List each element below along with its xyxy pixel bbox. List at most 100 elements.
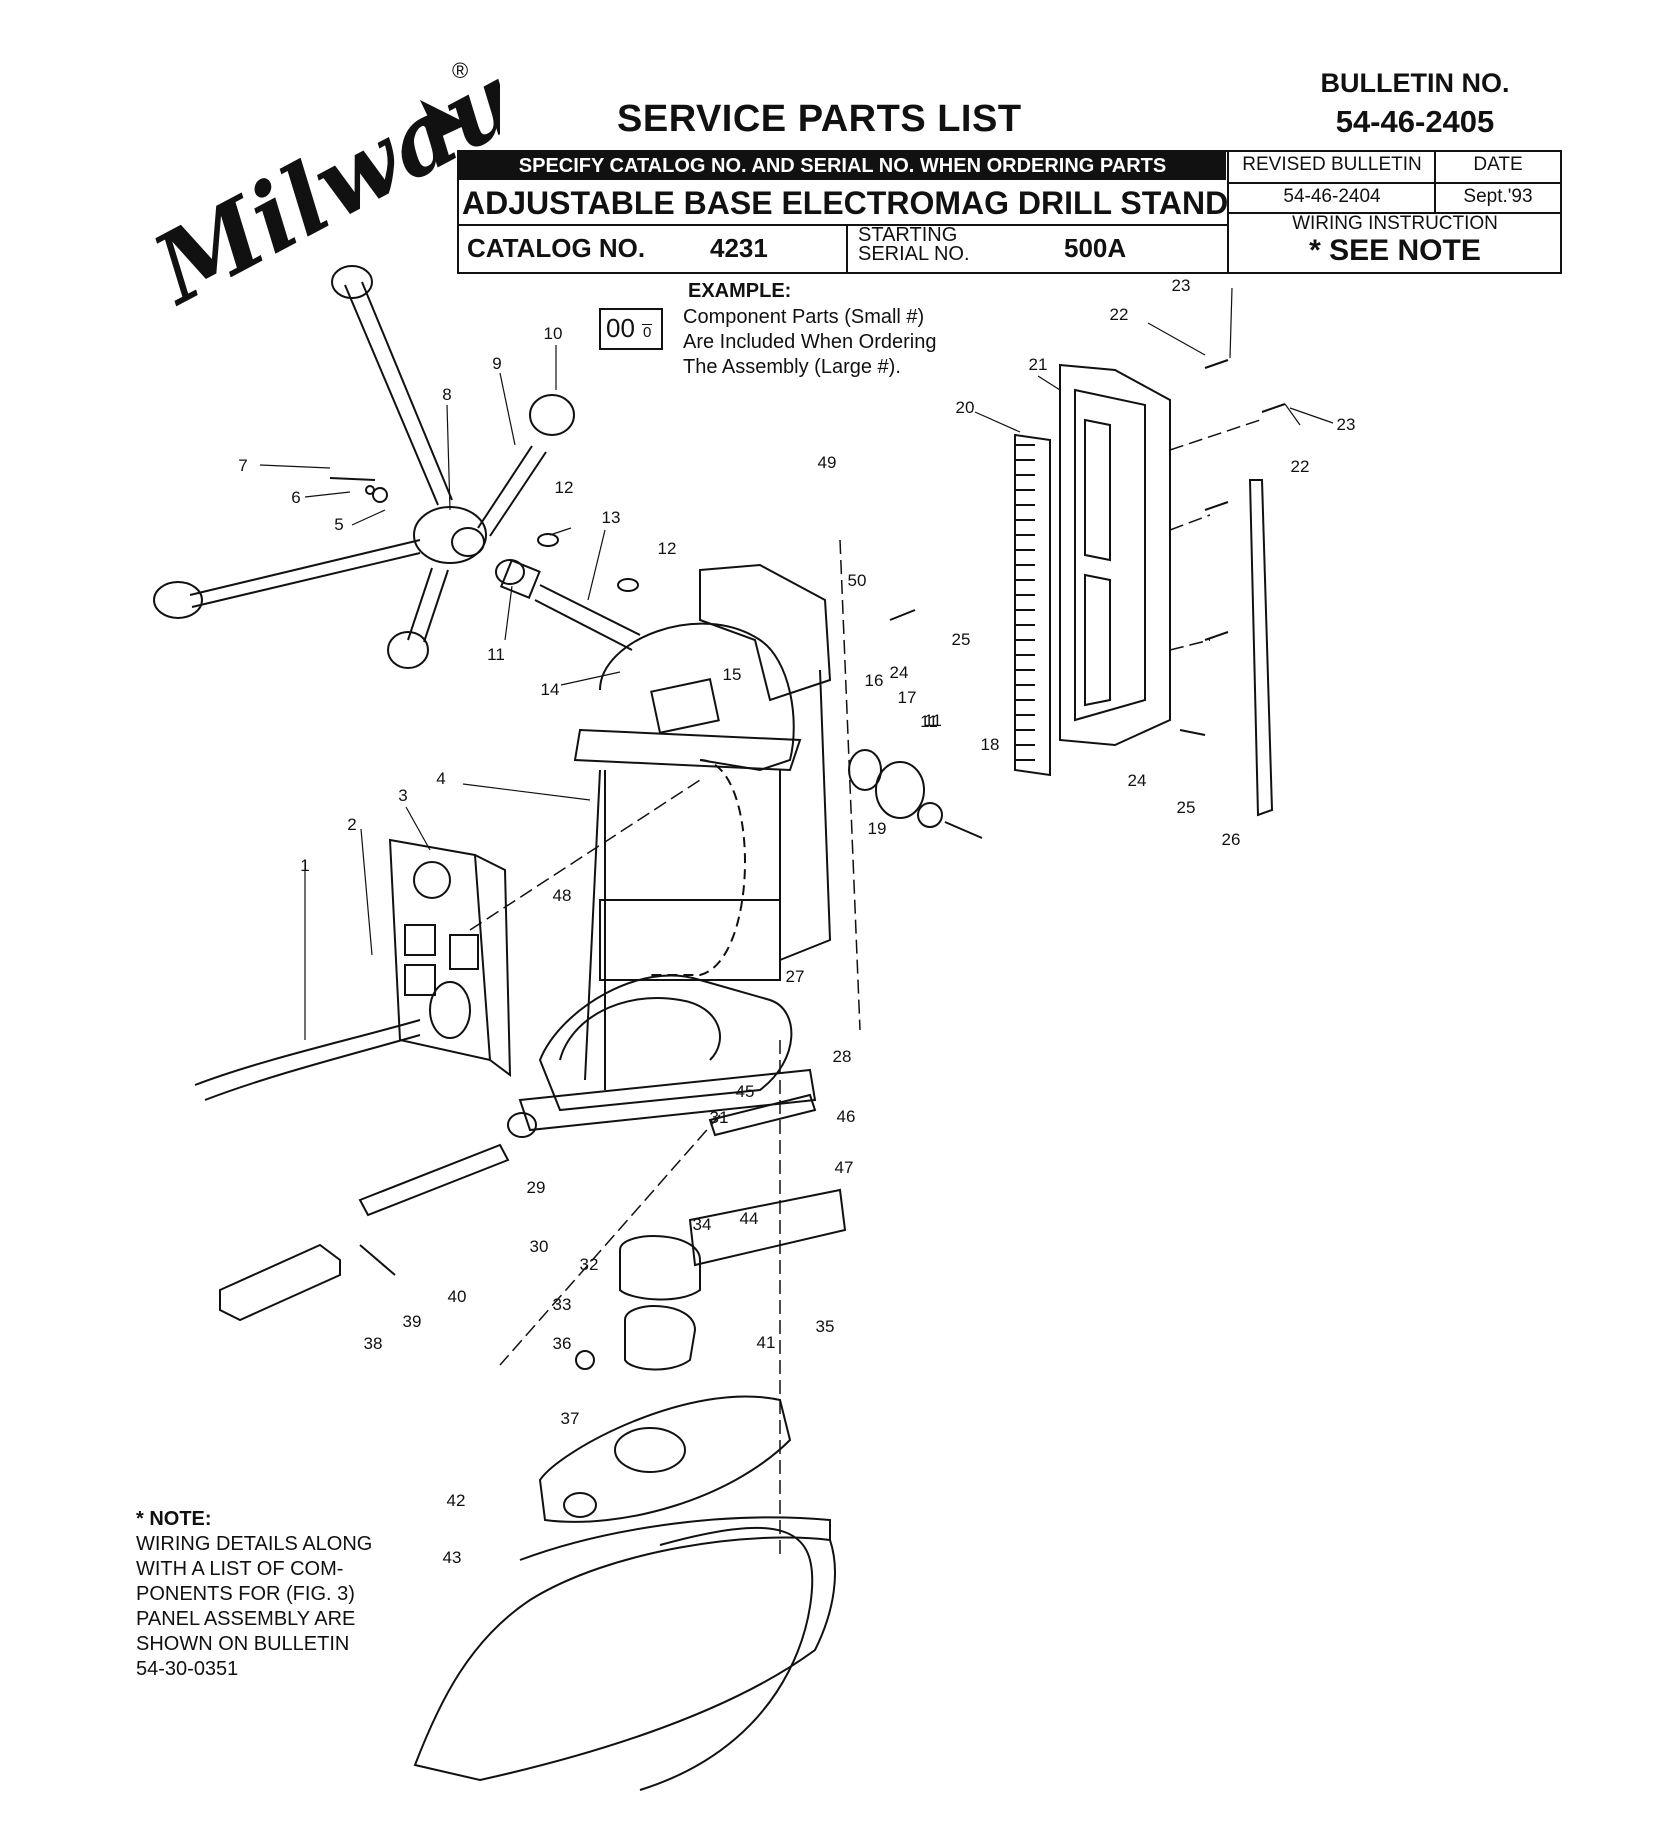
example-line: The Assembly (Large #). xyxy=(683,356,901,378)
column-frame xyxy=(508,565,830,1137)
callout-label: 10 xyxy=(543,324,563,343)
callout-label: 16 xyxy=(864,671,884,690)
callout-label: 14 xyxy=(540,680,560,699)
callout-label: 23 xyxy=(1171,276,1191,295)
bulletin-label: BULLETIN NO. xyxy=(1320,68,1510,98)
wiring-instruction-label: WIRING INSTRUCTION xyxy=(1292,213,1498,234)
catalog-label: CATALOG NO. xyxy=(467,233,646,263)
callout-label: 22 xyxy=(1290,457,1310,476)
note-line: PONENTS FOR (FIG. 3) xyxy=(136,1583,355,1605)
bulletin-number: 54-46-2405 xyxy=(1335,104,1495,139)
revised-bulletin-label: REVISED BULLETIN xyxy=(1242,154,1422,175)
date-label: DATE xyxy=(1473,154,1523,175)
callout-label: 11 xyxy=(920,712,938,731)
adjustment-screw-assembly xyxy=(220,1145,508,1320)
callout-label: 35 xyxy=(815,1317,835,1336)
callout-label: 41 xyxy=(756,1333,776,1352)
example-small-number: 0 xyxy=(642,324,653,341)
callout-label: 11 xyxy=(924,711,942,730)
callout-label: 39 xyxy=(402,1312,422,1331)
callout-label: 11 xyxy=(487,645,505,664)
callout-label: 29 xyxy=(526,1178,546,1197)
revised-bulletin-number: 54-46-2404 xyxy=(1283,186,1381,207)
callout-label: 2 xyxy=(347,815,357,834)
note-line: PANEL ASSEMBLY ARE xyxy=(136,1608,356,1630)
order-instruction-bar: SPECIFY CATALOG NO. AND SERIAL NO. WHEN … xyxy=(459,152,1226,180)
callout-label: 45 xyxy=(735,1082,755,1101)
callout-label: 3 xyxy=(398,786,408,805)
callout-label: 34 xyxy=(692,1215,712,1234)
callout-label: 22 xyxy=(1109,305,1129,324)
callout-label: 25 xyxy=(951,630,971,649)
note-line: 54-30-0351 xyxy=(136,1658,239,1680)
note-line: WIRING DETAILS ALONG xyxy=(136,1533,373,1555)
callout-label: 18 xyxy=(980,735,1000,754)
callout-label: 5 xyxy=(334,515,344,534)
base-components xyxy=(415,1095,845,1790)
pinion-assembly xyxy=(496,534,640,650)
callout-label: 17 xyxy=(897,688,917,707)
wiring-instruction-value: * SEE NOTE xyxy=(1309,234,1481,267)
callout-label: 7 xyxy=(238,456,248,475)
divider xyxy=(1227,182,1562,184)
callout-label: 32 xyxy=(579,1255,599,1274)
callout-label: 46 xyxy=(836,1107,856,1126)
callout-label: 36 xyxy=(552,1334,572,1353)
note-title: * NOTE: xyxy=(136,1508,212,1530)
catalog-number: 4231 xyxy=(710,233,768,263)
control-panel xyxy=(195,840,510,1100)
milwaukee-logo: Milwaukee xyxy=(134,60,500,320)
callout-label: 12 xyxy=(657,539,677,558)
page-title: SERVICE PARTS LIST xyxy=(617,98,1022,140)
note-line: SHOWN ON BULLETIN xyxy=(136,1633,350,1655)
callout-label: 43 xyxy=(442,1548,462,1567)
registered-mark: ® xyxy=(452,58,469,83)
callout-label: 4 xyxy=(436,769,446,788)
callout-label: 6 xyxy=(291,488,301,507)
callout-label: 15 xyxy=(722,665,742,684)
callout-label: 37 xyxy=(560,1409,580,1428)
callout-label: 27 xyxy=(785,967,805,986)
rack-screws xyxy=(890,360,1285,735)
callout-label: 19 xyxy=(867,819,887,838)
example-title: EXAMPLE: xyxy=(688,280,792,302)
product-name: ADJUSTABLE BASE ELECTROMAG DRILL STAND xyxy=(462,185,1229,221)
example-line: Are Included When Ordering xyxy=(683,331,937,353)
callout-label: 25 xyxy=(1176,798,1196,817)
callout-label: 9 xyxy=(492,354,502,373)
callout-label: 38 xyxy=(363,1334,383,1353)
wiring-note: * NOTE: WIRING DETAILS ALONG WITH A LIST… xyxy=(136,1507,436,1682)
note-line: WITH A LIST OF COM- xyxy=(136,1558,344,1580)
callout-label: 28 xyxy=(832,1047,852,1066)
callout-label: 1 xyxy=(300,856,310,875)
callout-label: 8 xyxy=(442,385,452,404)
callout-label: 20 xyxy=(955,398,975,417)
callout-label: 48 xyxy=(552,886,572,905)
example-box xyxy=(599,308,663,350)
starting-serial-label: STARTING SERIAL NO. xyxy=(858,224,970,265)
nameplate xyxy=(651,679,718,733)
divider xyxy=(1227,212,1562,214)
callout-label: 44 xyxy=(739,1209,759,1228)
example-line: Component Parts (Small #) xyxy=(683,306,925,328)
callout-label: 24 xyxy=(1127,771,1147,790)
divider xyxy=(846,224,848,274)
alignment-lines xyxy=(470,420,1260,1560)
rack-assembly xyxy=(1015,365,1272,815)
callout-label: 49 xyxy=(817,453,837,472)
example-large-number: 00 xyxy=(606,313,635,343)
callout-label: 24 xyxy=(889,663,909,682)
starting-serial-number: 500A xyxy=(1064,233,1127,263)
callout-label: 13 xyxy=(601,508,621,527)
callout-label: 12 xyxy=(554,478,574,497)
callout-label: 50 xyxy=(847,571,867,590)
date-value: Sept.'93 xyxy=(1463,186,1533,207)
divider xyxy=(1434,150,1436,212)
callout-label: 33 xyxy=(552,1295,572,1314)
callout-label: 26 xyxy=(1221,830,1241,849)
callout-label: 42 xyxy=(446,1491,466,1510)
callout-label: 30 xyxy=(529,1237,549,1256)
callout-label: 40 xyxy=(447,1287,467,1306)
callout-label: 23 xyxy=(1336,415,1356,434)
